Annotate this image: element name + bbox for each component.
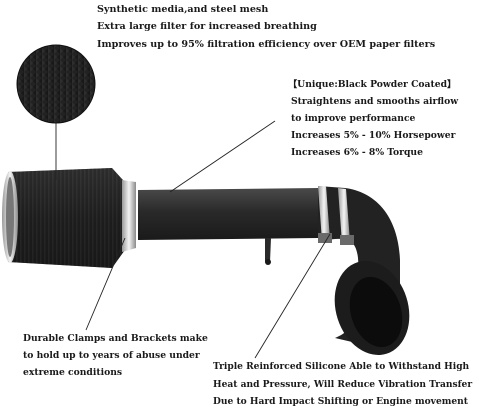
- clamps-line-2: to hold up to years of abuse under: [23, 350, 200, 361]
- leader-line-coating: [169, 120, 276, 193]
- air-filter: [2, 168, 136, 268]
- filter-media-line-1: Synthetic media,and steel mesh: [97, 4, 269, 15]
- silicone-line-3: Due to Hard Impact Shifting or Engine mo…: [213, 396, 468, 407]
- silicone-line-2: Heat and Pressure, Will Reduce Vibration…: [213, 379, 473, 390]
- filter-media-line-2: Extra large filter for increased breathi…: [97, 21, 317, 32]
- leader-line-clamps: [85, 237, 126, 331]
- intake-tube: [138, 188, 318, 265]
- coating-line-2: Straightens and smooths airflow: [291, 96, 459, 107]
- coupler-clamps: [318, 186, 354, 245]
- filter-media-swatch: [16, 44, 96, 124]
- silicone-elbow: [318, 186, 410, 355]
- coating-line-3: to improve performance: [291, 113, 416, 124]
- coating-line-4: Increases 5% - 10% Horsepower: [291, 130, 456, 141]
- silicone-line-1: Triple Reinforced Silicone Able to Withs…: [213, 361, 470, 372]
- filter-media-line-3: Improves up to 95% filtration efficiency…: [97, 39, 436, 50]
- clamps-line-3: extreme conditions: [23, 367, 123, 378]
- clamps-line-1: Durable Clamps and Brackets make: [23, 333, 208, 344]
- coating-line-1: 【Unique:Black Powder Coated】: [288, 79, 457, 90]
- coating-line-5: Increases 6% - 8% Torque: [291, 147, 423, 158]
- leader-line-silicone: [254, 233, 331, 359]
